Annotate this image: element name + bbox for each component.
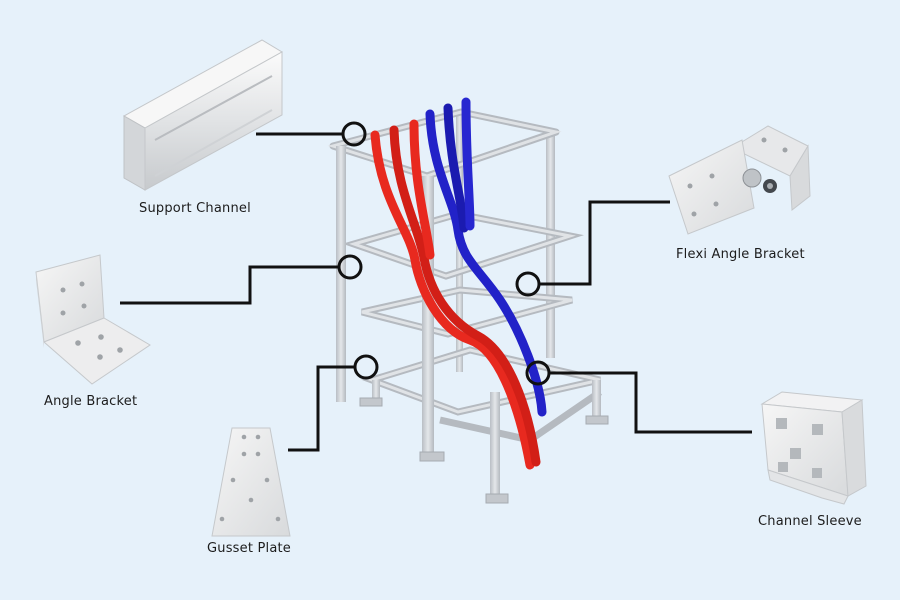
support-channel-part <box>122 39 284 191</box>
channel-sleeve-part <box>760 391 867 505</box>
marker-support-channel <box>341 121 367 147</box>
callout-markers <box>337 121 551 386</box>
blue-pipes <box>425 97 547 417</box>
red-pipes <box>370 119 541 470</box>
label-flexi-angle-bracket: Flexi Angle Bracket <box>676 247 805 262</box>
label-angle-bracket: Angle Bracket <box>44 394 138 409</box>
marker-gusset-plate <box>353 354 379 380</box>
angle-bracket-part <box>35 254 151 385</box>
marker-angle-bracket <box>337 254 363 280</box>
marker-channel-sleeve <box>525 360 551 386</box>
label-support-channel: Support Channel <box>139 201 251 216</box>
callout-line-channel-sleeve <box>550 371 752 434</box>
marker-flexi-angle-bracket <box>515 271 541 297</box>
label-gusset-plate: Gusset Plate <box>207 541 291 556</box>
flexi-angle-bracket-part <box>668 125 811 235</box>
callout-line-flexi-angle-bracket <box>540 200 670 286</box>
callout-line-angle-bracket <box>120 265 338 305</box>
gusset-plate-part <box>211 427 291 537</box>
label-channel-sleeve: Channel Sleeve <box>758 514 862 529</box>
callout-lines <box>120 132 752 452</box>
callout-line-gusset-plate <box>288 365 354 452</box>
